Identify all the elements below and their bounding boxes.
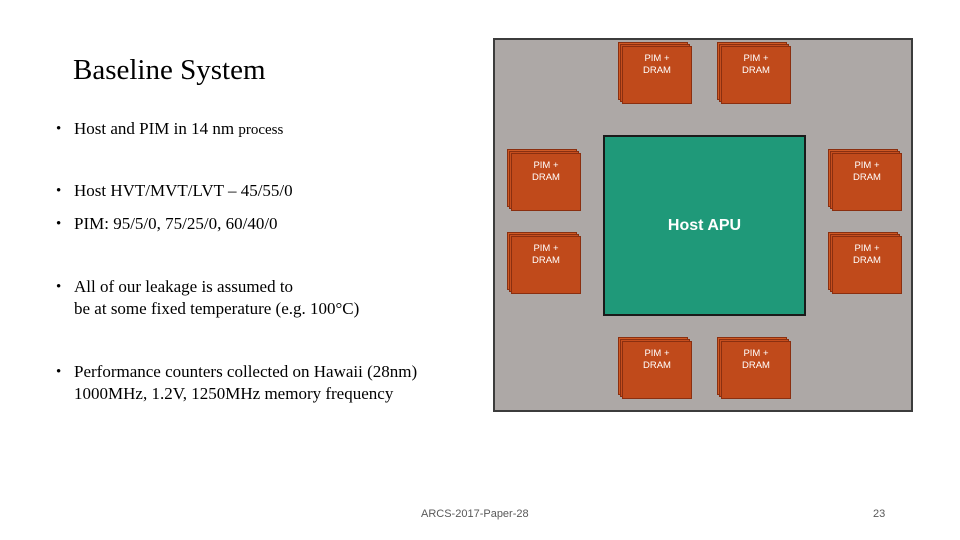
- chip-label-line2: DRAM: [532, 172, 560, 183]
- bullet-text: Host and PIM in 14 nm: [74, 119, 239, 138]
- chip-label-line1: PIM +: [743, 348, 769, 359]
- chip-label-line2: DRAM: [742, 65, 770, 76]
- host-apu-label: Host APU: [667, 217, 742, 234]
- chip-label-line2: DRAM: [853, 255, 881, 266]
- footer-paper-id: ARCS-2017-Paper-28: [421, 508, 529, 520]
- slide-title: Baseline System: [73, 54, 266, 86]
- bullet-text: PIM: 95/5/0, 75/25/0, 60/40/0: [74, 214, 278, 233]
- host-apu-block: Host APU: [603, 135, 806, 316]
- pim-dram-stack-left-lower: PIM +DRAM: [507, 232, 581, 294]
- bullet-dot: •: [56, 279, 62, 295]
- chip-label-line2: DRAM: [853, 172, 881, 183]
- bullet-text-line1: Performance counters collected on Hawaii…: [74, 362, 418, 381]
- bullet-dot: •: [56, 216, 62, 232]
- footer-page-number: 23: [873, 508, 886, 520]
- bullet-dot: •: [56, 183, 62, 199]
- pim-dram-stack-left-upper: PIM +DRAM: [507, 149, 581, 211]
- pim-dram-stack-bottom-right: PIM +DRAM: [717, 337, 791, 399]
- chip-label-line1: PIM +: [644, 53, 670, 64]
- pim-dram-stack-top-left: PIM +DRAM: [618, 42, 692, 104]
- pim-dram-stack-right-lower: PIM +DRAM: [828, 232, 902, 294]
- chip-label-line2: DRAM: [742, 360, 770, 371]
- chip-label-line2: DRAM: [643, 65, 671, 76]
- bullet-text-line1: All of our leakage is assumed to: [74, 277, 294, 296]
- bullet-text: Host HVT/MVT/LVT – 45/55/0: [74, 181, 293, 200]
- bullet-text-line2: be at some fixed temperature (e.g. 100°C…: [74, 299, 360, 318]
- chip-label-line1: PIM +: [644, 348, 670, 359]
- chip-label-line1: PIM +: [854, 243, 880, 254]
- bullet-text-line2: 1000MHz, 1.2V, 1250MHz memory frequency: [74, 384, 394, 403]
- chip-label-line2: DRAM: [643, 360, 671, 371]
- bullet-dot: •: [56, 364, 62, 380]
- bullet-text-suffix: process: [238, 122, 284, 138]
- chip-label-line1: PIM +: [533, 160, 559, 171]
- chip-label-line1: PIM +: [533, 243, 559, 254]
- chip-label-line1: PIM +: [854, 160, 880, 171]
- chip-label-line2: DRAM: [532, 255, 560, 266]
- pim-dram-stack-bottom-left: PIM +DRAM: [618, 337, 692, 399]
- pim-dram-stack-right-upper: PIM +DRAM: [828, 149, 902, 211]
- bullet-dot: •: [56, 121, 62, 137]
- pim-dram-stack-top-right: PIM +DRAM: [717, 42, 791, 104]
- chip-label-line1: PIM +: [743, 53, 769, 64]
